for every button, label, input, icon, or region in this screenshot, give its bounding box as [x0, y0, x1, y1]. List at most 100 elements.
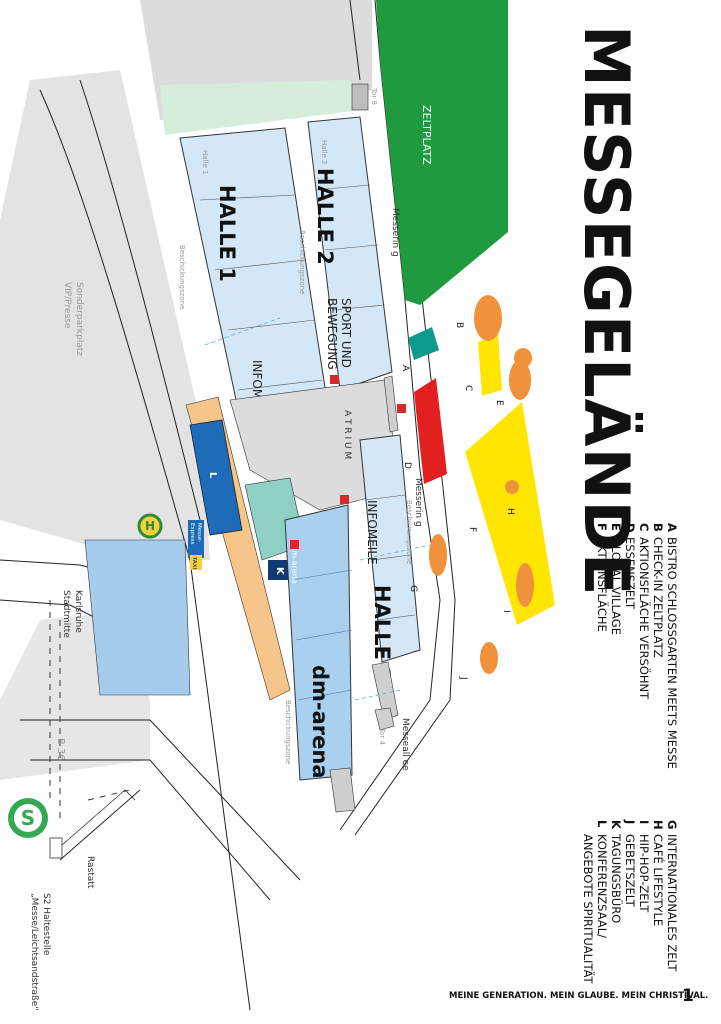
- legend-letter: B: [651, 523, 665, 532]
- halle-1-ribs: [199, 194, 323, 391]
- legend-letter: D: [623, 523, 637, 533]
- legend-text: CHECK-IN ZELTPLATZ: [651, 537, 665, 658]
- legend-text: HIP-HOP-ZELT: [637, 834, 651, 913]
- messering-label-2: Messerin g: [413, 478, 423, 527]
- info-icons: [290, 375, 406, 549]
- messeallee-label: Messeall ee: [400, 718, 410, 771]
- letter-g: G: [408, 585, 418, 592]
- taxi-label: TAXI: [191, 556, 197, 569]
- sonderpark-label-1: Sonderparkplatz: [74, 282, 84, 356]
- green-patch: [160, 80, 360, 135]
- legend-item: ABISTRO SCHLOSSGARTEN MEETS MESSE: [665, 523, 679, 769]
- area-l-label: L: [207, 472, 218, 479]
- s2-label-2: „Messe/Leichtsandstraße“: [29, 893, 39, 1011]
- legend-item: K TAGUNGSBÜRO: [609, 820, 625, 923]
- area-e-tent: [509, 360, 531, 400]
- bus-stop-letter: H: [145, 519, 155, 533]
- legend-text: AKTIONSFLÄCHE: [595, 537, 610, 632]
- legend-text: ESSENSZELT: [623, 537, 637, 610]
- legend-text: AKTIONSFLÄCHE VERSÖHNT: [637, 537, 653, 700]
- letter-b: B: [454, 322, 464, 328]
- legend-text: KONFERENZSAAL/: [595, 834, 609, 938]
- halle-1-small-label: Halle 1: [201, 150, 209, 174]
- beschickung-4-label: Beschickungszone: [284, 700, 292, 764]
- dm-arena-small-label: dm-arena: [290, 545, 299, 584]
- page-number: 1: [682, 986, 694, 1006]
- legend-item: D ESSENSZELT: [623, 523, 637, 610]
- legend-text: TAGUNGSBÜRO: [609, 833, 625, 923]
- atrium-area: [229, 379, 401, 511]
- halle-3: [359, 434, 421, 663]
- letter-d: D: [402, 462, 412, 469]
- tor-8: [351, 83, 369, 111]
- halle-3-ribs: [364, 494, 416, 621]
- area-k-label: K: [274, 567, 285, 576]
- halle-2-label: HALLE 2: [313, 168, 337, 265]
- beschickung-2-label: Beschickungszone: [298, 230, 306, 294]
- legend-letter: K: [609, 820, 623, 830]
- legend-text: CAFÉ LIFESTYLE: [651, 834, 666, 926]
- halle-2-small-label: Halle 2: [320, 140, 328, 164]
- road-dashes: [49, 600, 131, 820]
- area-j: [480, 642, 498, 674]
- area-b: [408, 327, 439, 360]
- tor-8-label: Tor 8: [370, 87, 378, 105]
- legend-letter: F: [595, 523, 609, 531]
- legend-text: GLOBAL VILLAGE: [609, 537, 623, 635]
- water-area: [84, 539, 191, 696]
- letter-e: E: [494, 400, 504, 406]
- area-f: [465, 402, 555, 625]
- legend-letter: H: [651, 820, 665, 830]
- messe-express-label-2: Express: [189, 523, 195, 545]
- area-h-tent: [505, 480, 519, 494]
- karlsruhe-label-2: Stadtmitte: [61, 590, 71, 638]
- zeltplatz-area: [376, 0, 508, 305]
- legend-item: L KONFERENZSAAL/: [595, 820, 609, 938]
- letter-j: J: [458, 676, 468, 680]
- dm-arena: [284, 504, 353, 781]
- area-d: [414, 378, 447, 484]
- area-k: [268, 560, 293, 580]
- atrium-label: A T R I U M: [342, 410, 352, 459]
- legend-letter: G: [665, 820, 679, 829]
- beschickung-3-label: Beschickungszone: [405, 500, 413, 564]
- beschickung-1-label: Beschickungszone: [178, 245, 186, 309]
- dm-arena-label: dm-arena: [308, 665, 332, 779]
- sbahn-icon-inner: [14, 804, 42, 832]
- legend-item: C AKTIONSFLÄCHE VERSÖHNT: [637, 523, 653, 700]
- bus-stop-icon: [137, 513, 163, 539]
- infomeile-3-label: INFOMEILE: [365, 500, 379, 565]
- messe-express-label-1: Messe-: [196, 523, 202, 542]
- legend-text: INTERNATIONALES ZELT: [665, 834, 679, 972]
- taxi-sign: [190, 555, 202, 570]
- letter-f: F: [467, 527, 477, 532]
- zeltplatz-label: ZELTPLATZ: [420, 105, 433, 165]
- letter-a: A: [400, 365, 410, 372]
- legend-item: ANGEBOTE SPIRITUALITÄT: [581, 834, 596, 985]
- train-icon: [49, 789, 136, 859]
- area-h: [514, 348, 532, 368]
- legend-item: B CHECK-IN ZELTPLATZ: [651, 523, 665, 658]
- legend-item: F AKTIONSFLÄCHE: [595, 523, 610, 632]
- page-title: MESSEGELÄNDE: [570, 25, 643, 596]
- karlsruhe-label-1: Karlsruhe: [73, 590, 83, 633]
- area-c: [478, 334, 502, 396]
- area-g: [429, 534, 447, 576]
- legend-letter: A: [665, 523, 679, 532]
- letter-i: I: [501, 610, 511, 613]
- legend-letter: C: [637, 523, 651, 531]
- legend-item: JGEBETSZELT: [623, 819, 637, 908]
- legend-letter: L: [595, 820, 609, 828]
- halle-2: [307, 116, 393, 391]
- b36-label: B 36: [55, 738, 66, 761]
- legend-letter: E: [609, 523, 623, 531]
- letter-c: C: [463, 385, 473, 391]
- legend-letter: I: [637, 820, 651, 824]
- rastatt-label: Rastatt: [85, 856, 95, 889]
- footer-slogan: MEINE GENERATION. MEIN GLAUBE. MEIN CHRI…: [449, 991, 708, 1001]
- sport-label-1: SPORT UND: [339, 298, 353, 368]
- legend-item: E GLOBAL VILLAGE: [609, 523, 623, 635]
